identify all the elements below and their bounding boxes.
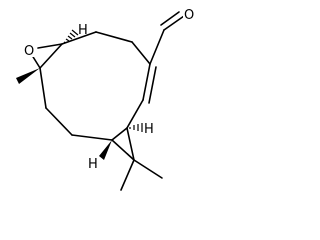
bond-c1-c3 [61, 31, 97, 45]
hydrogen-epoxide-label: H [78, 23, 88, 38]
bond-c5-c6 [142, 63, 151, 101]
bond-methyl-b [133, 159, 163, 179]
molecule-structure: O O H H H [16, 6, 195, 191]
bond-c4-c5 [131, 41, 151, 65]
wedge-cyclopropane-h [99, 140, 112, 160]
bond-aldehyde-c-c [149, 29, 165, 65]
bond-c3-c4 [95, 31, 133, 43]
epoxide-oxygen-label: O [24, 44, 34, 59]
bond-c9-c10 [71, 134, 113, 141]
bond-cyclopropane-c7-c11 [126, 127, 135, 161]
hashed-wedge-epoxide-h [63, 29, 79, 44]
bond-c5-c6-double [148, 66, 157, 104]
bond-methyl-a [120, 159, 135, 191]
bond-epoxide-c1-c2 [39, 43, 63, 69]
bond-cyclopropane-c10-c11 [111, 139, 135, 161]
hashed-wedge-cyclopropane-h [129, 123, 143, 132]
bond-c8-c9 [45, 107, 73, 136]
hydrogen-cyclopropane-bottom-label: H [88, 157, 98, 172]
bond-c2-c8 [39, 67, 47, 109]
bond-c6-c7 [126, 99, 144, 129]
wedge-methyl [16, 68, 40, 84]
bond-aldehyde-c-o-double [160, 11, 180, 26]
hydrogen-cyclopropane-top-label: H [144, 122, 154, 137]
aldehyde-oxygen-label: O [184, 8, 194, 23]
bond-cyclopropane-c7-c10 [111, 127, 128, 141]
bond-epoxide-c1-o [37, 43, 63, 49]
bond-aldehyde-c-o [163, 15, 185, 31]
